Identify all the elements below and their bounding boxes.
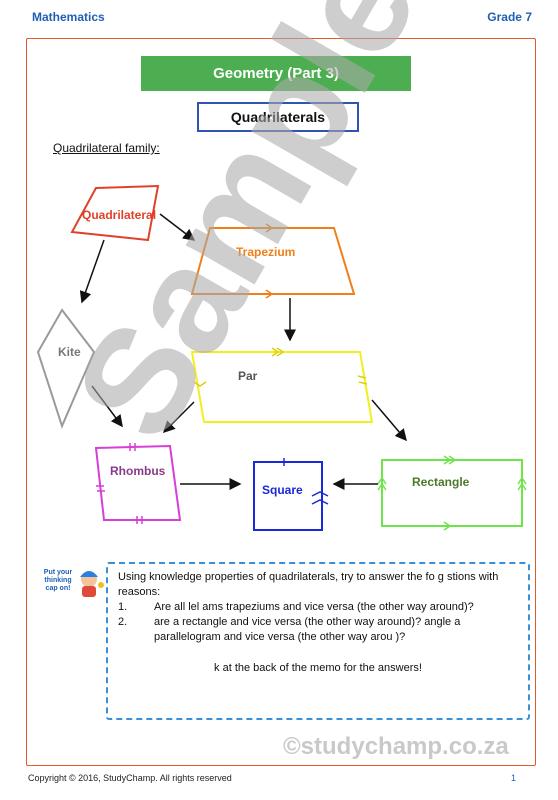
quadrilateral-shape [70,184,160,242]
arrow-parallelogram-to-rectangle [371,399,407,442]
arrow-parallelogram-to-rhombus [162,401,195,434]
rectangle-label: Rectangle [412,475,470,489]
question-1-text: Are all lel ams trapeziums and vice vers… [154,601,474,613]
square-shape [253,461,323,531]
copyright-footer: Copyright © 2016, StudyChamp. All rights… [28,773,232,783]
kite-shape [36,308,96,429]
page-frame [26,38,536,766]
arrow-kite-to-rhombus [91,385,123,428]
question-intro: Using knowledge properties of quadrilate… [118,571,499,598]
kite-label: Kite [58,345,81,359]
question-box: Using knowledge properties of quadrilate… [106,562,530,720]
thinking-cap-icon [80,571,104,597]
parallelogram-shape [190,351,374,423]
answer-hint: k at the back of the memo for the answer… [214,662,422,674]
arrow-quadrilateral-to-trapezium [159,213,196,241]
page-title: Geometry (Part 3) [141,56,411,91]
rectangle-shape [381,459,523,527]
question-2-number: 2. [118,616,128,628]
thinking-cap-label: Put your thinking cap on! [43,569,73,592]
subject-label: Mathematics [32,10,105,24]
question-1: 1. Are all lel ams trapeziums and vice v… [118,600,518,615]
trapezium-label: Trapezium [236,245,295,259]
page-number: 1 [510,773,516,783]
question-2-text: are a rectangle and vice versa (the othe… [154,616,461,643]
square-label: Square [262,483,303,497]
watermark-url: ©studychamp.co.za [283,733,509,760]
section-label: Quadrilateral family: [53,141,160,155]
rhombus-shape [94,444,182,521]
trapezium-shape [190,227,356,295]
arrow-quadrilateral-to-kite [79,239,105,304]
quadrilateral-label: Quadrilateral [82,208,156,222]
question-2: 2. are a rectangle and vice versa (the o… [118,615,518,645]
rhombus-label: Rhombus [110,464,166,478]
grade-label: Grade 7 [487,10,532,24]
page-subtitle: Quadrilaterals [197,102,359,132]
question-1-number: 1. [118,601,128,613]
parallelogram-label: Par [238,369,258,383]
